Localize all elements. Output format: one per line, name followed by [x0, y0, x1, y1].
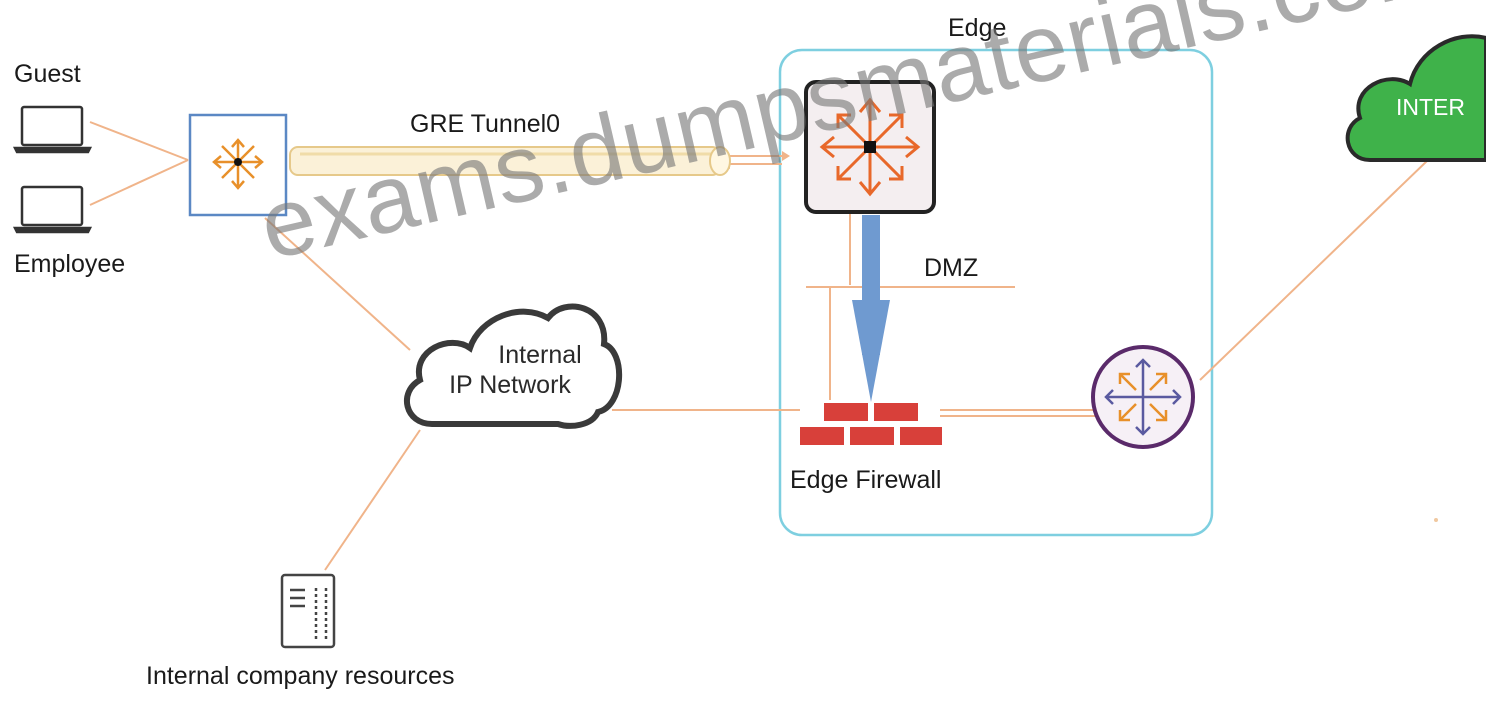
- stray-dot: [1434, 518, 1438, 522]
- edge-firewall-label: Edge Firewall: [790, 466, 942, 494]
- internal-network-line2: IP Network: [449, 371, 571, 399]
- employee-label: Employee: [14, 250, 126, 278]
- edge-firewall-icon: [800, 403, 942, 445]
- internet-router-icon: [1091, 345, 1195, 449]
- edge-zone-border: [778, 48, 1214, 537]
- dmz-label: DMZ: [924, 254, 979, 282]
- internal-network-label: Internal IP Network: [420, 340, 600, 400]
- guest-laptop-icon: [12, 105, 93, 154]
- tunnel-arrow-right: [782, 151, 790, 161]
- internal-network-line1: Internal: [498, 341, 582, 369]
- connection-lines: [89, 121, 1429, 571]
- edge-router-icon: [804, 80, 936, 214]
- access-switch-icon: [188, 113, 288, 217]
- edge-zone-title: Edge: [948, 14, 1007, 42]
- server-icon: [280, 573, 336, 649]
- guest-label: Guest: [14, 60, 81, 88]
- gre-tunnel-label: GRE Tunnel0: [410, 110, 561, 138]
- gre-tunnel-pipe: [289, 146, 731, 176]
- internal-resources-label: Internal company resources: [146, 662, 455, 690]
- internet-cloud-icon: [1345, 34, 1486, 162]
- internet-label: INTER: [1396, 94, 1465, 120]
- employee-laptop-icon: [12, 185, 93, 234]
- traffic-down-arrow: [852, 215, 890, 402]
- internal-network-cloud-icon: [403, 303, 623, 429]
